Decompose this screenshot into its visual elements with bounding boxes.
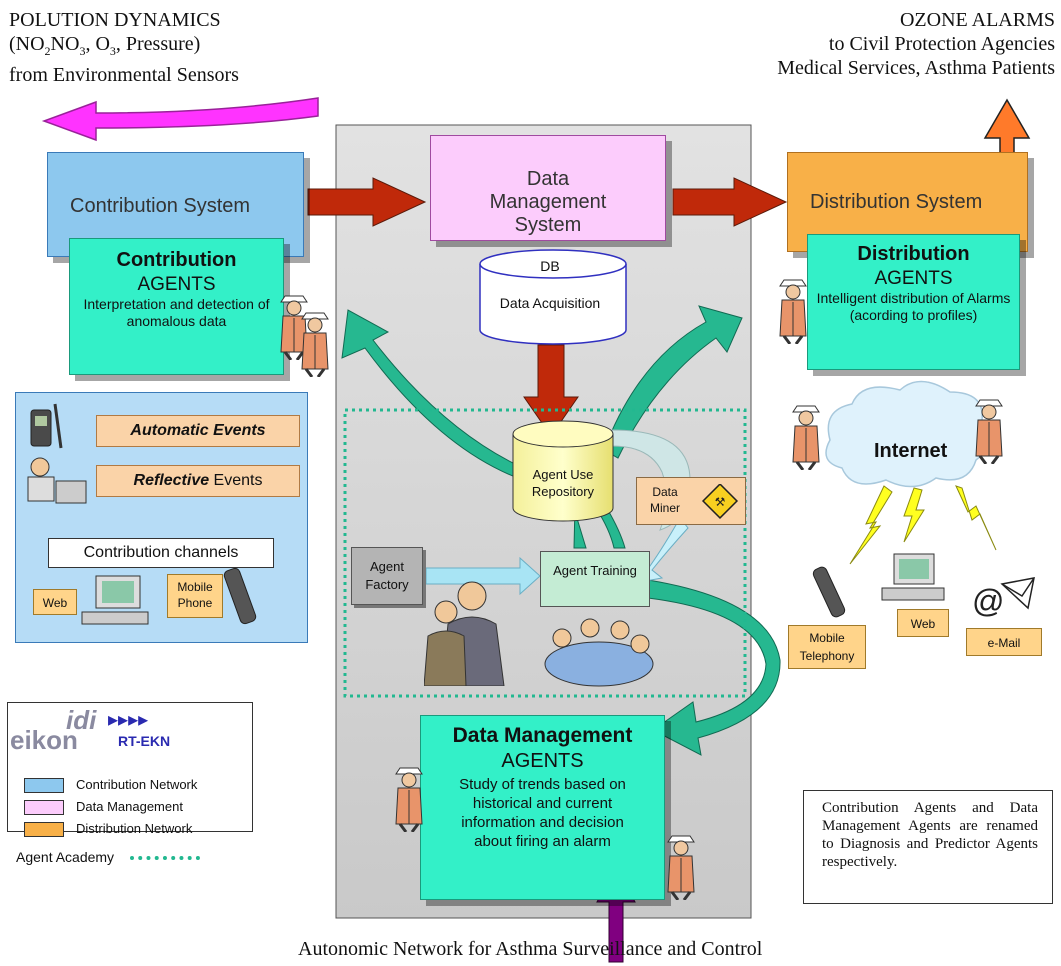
email-icon: @ (968, 574, 1040, 619)
contribution-web-label: Web (33, 589, 77, 615)
green-arrow-right (603, 305, 743, 459)
db-down-arrow (523, 344, 579, 437)
dm-system-box: Data Management System (430, 135, 666, 241)
agent-figure-icon (975, 399, 1003, 464)
internet-cloud (825, 380, 992, 488)
dm-agents-desc: Study of trends based on historical and … (459, 776, 626, 850)
legend-swatch (24, 778, 64, 794)
agent-academy-swatch (129, 856, 200, 861)
dm-agents-sub: AGENTS (501, 750, 584, 772)
logo-idi: idi (66, 705, 97, 735)
agent-figure-icon (779, 279, 807, 344)
repo-cylinder (512, 420, 614, 522)
header-right-line1: OZONE ALARMS (899, 9, 1055, 31)
legend-item-contribution: Contribution Network (24, 775, 197, 795)
dist-web-label: Web (897, 609, 949, 637)
header-left-line2: (NO2NO3, O3, Pressure) (9, 33, 201, 58)
business-people-image (423, 530, 508, 687)
green-arrow-left (341, 309, 524, 481)
distribution-agents-title: Distribution (857, 243, 970, 265)
green-arrow-down (647, 579, 781, 756)
factory-to-training-arrow (425, 556, 541, 596)
contribution-agents-sub: AGENTS (137, 274, 216, 295)
agent-figure-icon (667, 835, 695, 900)
meeting-image (540, 608, 658, 690)
computer-image (78, 572, 160, 630)
agent-training-box: Agent Training (540, 551, 650, 607)
agent-figure-icon (301, 312, 329, 377)
dist-phone-image (812, 560, 852, 624)
agent-academy-label: Agent Academy (16, 849, 115, 865)
contribution-mobile-label: Mobile Phone (167, 574, 223, 618)
reflective-events-label: Reflective Events (96, 465, 300, 497)
logo-eikon: eikon (10, 725, 78, 755)
agent-factory-box: Agent Factory (351, 547, 423, 605)
dist-mobile-label: Mobile Telephony (788, 625, 866, 669)
internet-label: Internet (874, 440, 948, 462)
legend-swatch (24, 800, 64, 816)
header-right-line2: to Civil Protection Agencies (828, 33, 1055, 55)
distribution-agents-box: Distribution AGENTS Intelligent distribu… (807, 234, 1020, 370)
agent-figure-icon (792, 405, 820, 470)
distribution-agents-sub: AGENTS (874, 268, 953, 289)
contribution-agents-title: Contribution (116, 249, 237, 271)
repo-label: Agent Use Repository (531, 467, 595, 499)
data-miner-label: Data Miner (649, 485, 680, 515)
legend-swatch (24, 822, 64, 838)
header-left-line3: from Environmental Sensors (9, 64, 239, 86)
svg-text:⚒: ⚒ (715, 495, 726, 509)
header-right-line3: Medical Services, Asthma Patients (777, 57, 1055, 79)
dm-system-label: Data Management System (489, 168, 607, 236)
db-label: DB (540, 258, 560, 274)
contribution-agents-box: Contribution AGENTS Interpretation and d… (69, 238, 284, 375)
svg-text:@: @ (972, 583, 1004, 618)
warning-sign-icon: ⚒ (701, 484, 739, 520)
dm-to-distribution-arrow (672, 177, 788, 227)
lightning-bolt-2 (903, 487, 925, 543)
agent-training-label: Agent Training (553, 563, 637, 578)
distribution-system-label: Distribution System (810, 191, 983, 213)
agent-academy-legend: Agent Academy (16, 849, 200, 865)
agent-factory-label: Agent Factory (365, 559, 409, 592)
contribution-channels-label: Contribution channels (48, 538, 274, 568)
header-right: OZONE ALARMS to Civil Protection Agencie… (777, 8, 1055, 80)
data-miner-box: Data Miner ⚒ (636, 477, 746, 525)
contribution-agents-desc: Interpretation and detection of anomalou… (83, 296, 270, 329)
db-sub-label: Data Acquisition (499, 295, 601, 311)
legend-box: idi ▸▸▸▸ eikon RT-EKN Contribution Netwo… (7, 702, 253, 838)
header-left-line1: POLUTION DYNAMICS (9, 9, 221, 31)
lightning-bolt-1 (849, 485, 893, 565)
contribution-system-label: Contribution System (70, 195, 251, 217)
mobile-phone-image (222, 560, 266, 630)
lightning-bolt-3 (955, 485, 997, 551)
db-cylinder (479, 249, 627, 345)
input-arrow (41, 97, 319, 142)
contribution-to-dm-arrow (307, 177, 427, 227)
sensor-device-image (27, 400, 67, 452)
header-left: POLUTION DYNAMICS (NO2NO3, O3, Pressure)… (9, 8, 239, 87)
logo-arrows: ▸▸▸▸ (108, 709, 149, 731)
note-box: Contribution Agents and Data Management … (803, 790, 1053, 904)
dm-agents-box: Data Management AGENTS Study of trends b… (420, 715, 665, 900)
miner-to-training-arrow (639, 517, 689, 583)
logo-tag: RT-EKN (118, 733, 171, 749)
dist-computer-image (880, 550, 952, 608)
legend-item-data-management: Data Management (24, 797, 183, 817)
automatic-events-label: Automatic Events (96, 415, 300, 447)
footer-text: Autonomic Network for Asthma Surveillanc… (298, 938, 763, 960)
dist-email-label: e-Mail (966, 628, 1042, 656)
dm-agents-title: Data Management (452, 724, 633, 747)
agent-figure-icon (395, 767, 423, 832)
person-at-desk-image (22, 455, 90, 513)
distribution-agents-desc: Intelligent distribution of Alarms (acor… (816, 290, 1011, 323)
legend-item-distribution: Distribution Network (24, 819, 192, 839)
